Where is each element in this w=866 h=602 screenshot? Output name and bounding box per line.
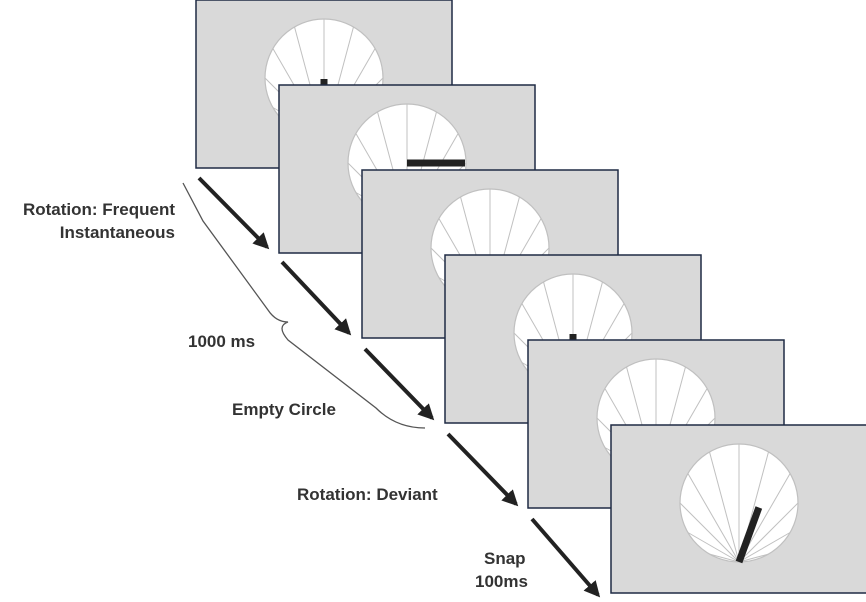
- clock-spoke: [738, 502, 799, 563]
- stimulus-frame-6: [610, 424, 866, 594]
- clock-spoke: [738, 553, 769, 563]
- clock-spoke: [687, 532, 740, 563]
- label-snap: Snap: [484, 549, 526, 568]
- arrows-layer: [197, 176, 601, 598]
- label-rotation-frequent: Rotation: Frequent: [23, 200, 175, 219]
- sequence-arrow-3: [363, 347, 435, 421]
- clock-spoke: [687, 473, 740, 563]
- clock-spoke: [709, 553, 740, 563]
- label-duration: 1000 ms: [188, 332, 255, 351]
- sequence-arrow-5: [530, 517, 601, 598]
- label-empty-circle: Empty Circle: [232, 400, 336, 419]
- label-snap-duration: 100ms: [475, 572, 528, 591]
- sequence-arrow-4: [446, 432, 519, 507]
- sequence-arrow-2: [280, 260, 352, 336]
- label-rotation-deviant: Rotation: Deviant: [297, 485, 438, 504]
- clock-spoke: [709, 451, 740, 563]
- sequence-arrow-1: [197, 176, 270, 250]
- clock-spoke: [679, 502, 740, 563]
- frames-layer: [195, 0, 866, 594]
- clock-hand: [735, 506, 763, 564]
- label-instantaneous: Instantaneous: [60, 223, 175, 242]
- time-brace: [182, 182, 426, 429]
- clock-spoke: [738, 532, 791, 563]
